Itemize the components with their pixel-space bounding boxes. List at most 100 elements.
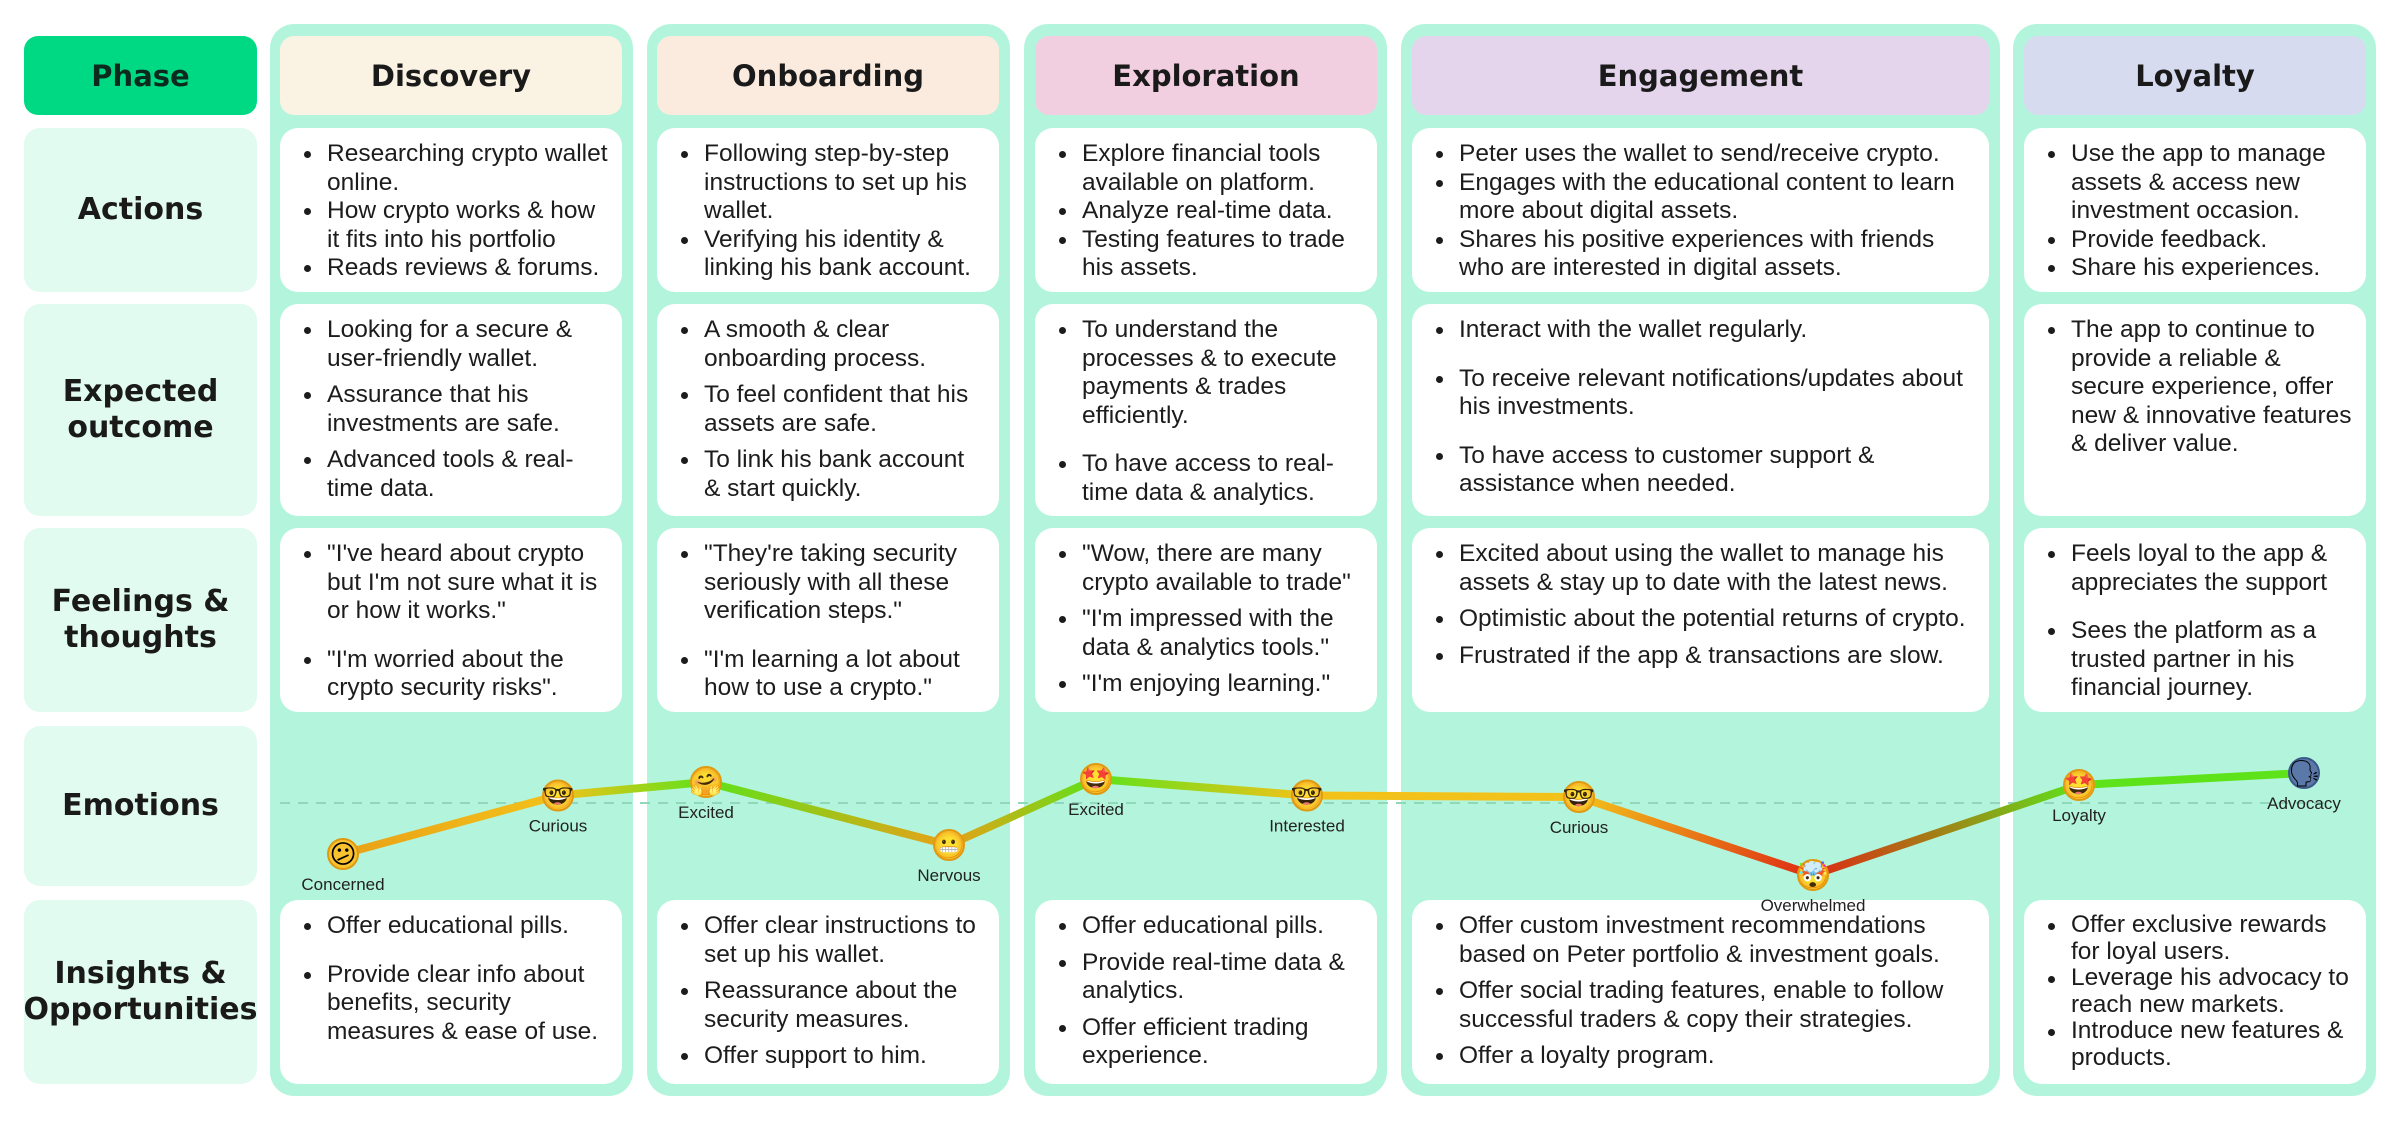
list-item: Offer support to him. <box>673 1042 987 1071</box>
emotion-label: Interested <box>1269 817 1345 836</box>
list-item: "I'm impressed with the data & analytics… <box>1051 605 1365 662</box>
feelings-card-discovery: "I've heard about crypto but I'm not sur… <box>280 528 622 712</box>
emotion-label: Nervous <box>917 866 980 885</box>
list-item: To feel confident that his assets are sa… <box>673 381 987 438</box>
hugging-face-icon <box>690 766 722 798</box>
row-label-expected-outcome: Expected outcome <box>24 304 257 516</box>
feelings-card-onboarding: "They're taking security seriously with … <box>657 528 999 712</box>
list-item: Engages with the educational content to … <box>1428 169 1977 226</box>
expected-card-exploration: To understand the processes & to execute… <box>1035 304 1377 516</box>
emotion-label: Advocacy <box>2267 794 2341 813</box>
emotion-line-segment <box>945 775 1100 849</box>
list-item: To understand the processes & to execute… <box>1051 316 1365 430</box>
list-item: Explore financial tools available on pla… <box>1051 140 1365 197</box>
confused-face-icon-glyph: 😕 <box>329 840 356 870</box>
expected-card-engagement: Interact with the wallet regularly. To r… <box>1412 304 1989 516</box>
phase-header-engagement: Engagement <box>1412 36 1989 115</box>
list-item: Reassurance about the security measures. <box>673 977 987 1034</box>
insights-card-engagement: Offer custom investment recommendations … <box>1412 900 1989 1084</box>
list-item: "Wow, there are many crypto available to… <box>1051 540 1365 597</box>
emotion-line-segment <box>1575 793 1817 879</box>
list-item: To have access to customer support & ass… <box>1428 442 1977 499</box>
list-item: Shares his positive experiences with fri… <box>1428 226 1977 283</box>
list-item: Leverage his advocacy to reach new marke… <box>2040 964 2354 1018</box>
nerd-face-icon <box>1563 781 1595 813</box>
emotion-label: Curious <box>529 817 588 836</box>
list-item: Excited about using the wallet to manage… <box>1428 540 1977 597</box>
hugging-face-icon-glyph: 🤗 <box>690 768 722 798</box>
list-item: Following step-by-step instructions to s… <box>673 140 987 226</box>
star-struck-face-icon <box>2063 769 2095 801</box>
phase-header-loyalty: Loyalty <box>2024 36 2366 115</box>
expected-card-onboarding: A smooth & clear onboarding process. To … <box>657 304 999 516</box>
feelings-card-engagement: Excited about using the wallet to manage… <box>1412 528 1989 712</box>
list-item: Advanced tools & real-time data. <box>296 446 610 503</box>
list-item: A smooth & clear onboarding process. <box>673 316 987 373</box>
phase-row-label: Phase <box>24 36 257 115</box>
grimacing-face-icon <box>933 829 965 861</box>
list-item: "I'm worried about the crypto security r… <box>296 646 610 703</box>
list-item: Verifying his identity & linking his ban… <box>673 226 987 283</box>
list-item: To receive relevant notifications/update… <box>1428 365 1977 422</box>
emotion-label: Loyalty <box>2052 806 2106 825</box>
emotion-line-segment <box>702 778 953 849</box>
list-item: Offer exclusive rewards for loyal users. <box>2040 911 2354 965</box>
actions-card-onboarding: Following step-by-step instructions to s… <box>657 128 999 292</box>
list-item: Frustrated if the app & transactions are… <box>1428 642 1977 671</box>
emotion-label: Excited <box>678 803 734 822</box>
list-item: To have access to real-time data & analy… <box>1051 450 1365 507</box>
speaking-head-icon-glyph: 🗣 <box>2287 759 2320 789</box>
list-item: "I've heard about crypto but I'm not sur… <box>296 540 610 626</box>
list-item: "They're taking security seriously with … <box>673 540 987 626</box>
list-item: The app to continue to provide a reliabl… <box>2040 316 2354 459</box>
list-item: Analyze real-time data. <box>1051 197 1365 226</box>
speaking-head-icon <box>2288 757 2320 789</box>
list-item: "I'm learning a lot about how to use a c… <box>673 646 987 703</box>
expected-card-loyalty: The app to continue to provide a reliabl… <box>2024 304 2366 516</box>
list-item: How crypto works & how it fits into his … <box>296 197 610 254</box>
list-item: Provide clear info about benefits, secur… <box>296 961 610 1047</box>
list-item: To link his bank account & start quickly… <box>673 446 987 503</box>
list-item: Offer educational pills. <box>296 912 610 941</box>
phase-header-discovery: Discovery <box>280 36 622 115</box>
grimacing-face-icon-glyph: 😬 <box>933 831 965 861</box>
list-item: Looking for a secure & user-friendly wal… <box>296 316 610 373</box>
emotion-line-segment <box>1303 791 1583 801</box>
list-item: Use the app to manage assets & access ne… <box>2040 140 2354 226</box>
actions-card-loyalty: Use the app to manage assets & access ne… <box>2024 128 2366 292</box>
star-struck-face-icon-glyph: 🤩 <box>1080 765 1112 795</box>
list-item: Interact with the wallet regularly. <box>1428 316 1977 345</box>
list-item: Reads reviews & forums. <box>296 254 610 283</box>
list-item: Offer educational pills. <box>1051 912 1365 941</box>
nerd-face-icon <box>1291 779 1323 812</box>
nerd-face-icon-glyph: 🤓 <box>1563 783 1595 813</box>
feelings-card-loyalty: Feels loyal to the app & appreciates the… <box>2024 528 2366 712</box>
list-item: Offer social trading features, enable to… <box>1428 977 1977 1034</box>
list-item: Optimistic about the potential returns o… <box>1428 605 1977 634</box>
emotion-label: Concerned <box>301 875 384 894</box>
insights-card-loyalty: Offer exclusive rewards for loyal users.… <box>2024 900 2366 1084</box>
star-struck-face-icon-glyph: 🤩 <box>2063 771 2095 801</box>
actions-card-discovery: Researching crypto wallet online. How cr… <box>280 128 622 292</box>
emotion-line-segment <box>1809 781 2083 879</box>
list-item: Researching crypto wallet online. <box>296 140 610 197</box>
phase-header-exploration: Exploration <box>1035 36 1377 115</box>
list-item: Assurance that his investments are safe. <box>296 381 610 438</box>
insights-card-onboarding: Offer clear instructions to set up his w… <box>657 900 999 1084</box>
list-item: Offer custom investment recommendations … <box>1428 912 1977 969</box>
actions-card-engagement: Peter uses the wallet to send/receive cr… <box>1412 128 1989 292</box>
list-item: Testing features to trade his assets. <box>1051 226 1365 283</box>
feelings-card-exploration: "Wow, there are many crypto available to… <box>1035 528 1377 712</box>
list-item: Provide real-time data & analytics. <box>1051 949 1365 1006</box>
list-item: Introduce new features & products. <box>2040 1017 2354 1071</box>
row-label-insights: Insights & Opportunities <box>23 900 258 1084</box>
list-item: Share his experiences. <box>2040 254 2354 283</box>
star-struck-face-icon <box>1080 763 1112 795</box>
list-item: Provide feedback. <box>2040 226 2354 255</box>
list-item: Offer clear instructions to set up his w… <box>673 912 987 969</box>
emotion-line-segment <box>1092 775 1311 800</box>
emotion-line-segment <box>2075 769 2308 789</box>
actions-card-exploration: Explore financial tools available on pla… <box>1035 128 1377 292</box>
exploding-head-icon-glyph: 🤯 <box>1797 860 1829 891</box>
